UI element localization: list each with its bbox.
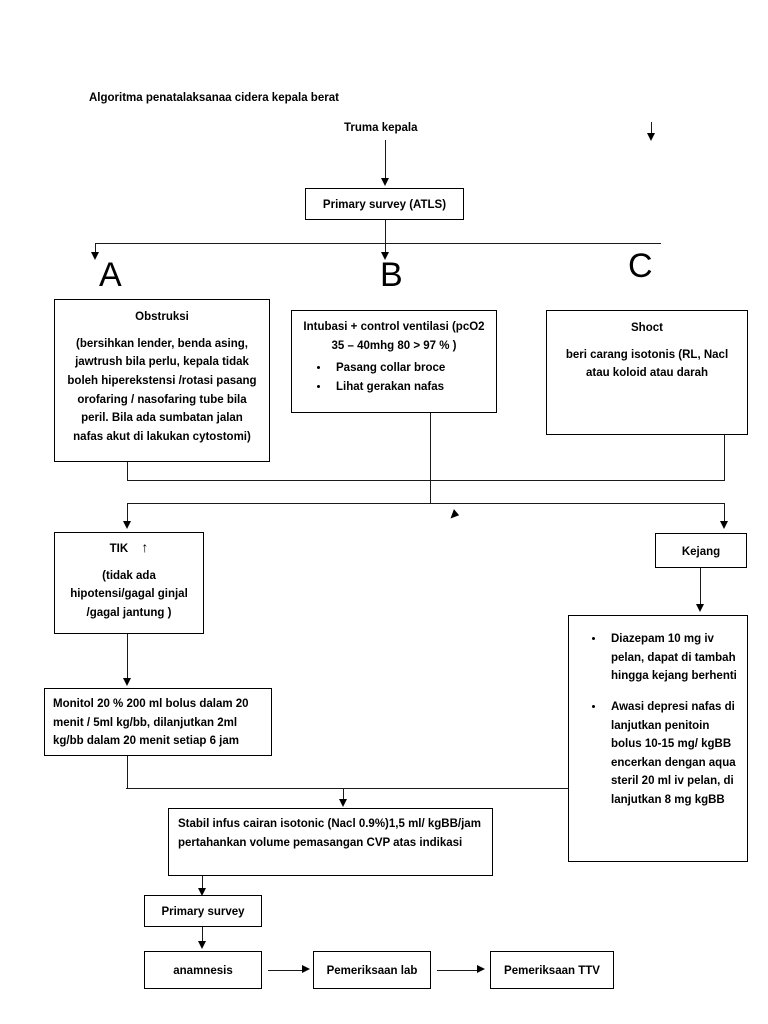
node-kejang-label: Kejang	[681, 546, 721, 558]
node-obstruksi[interactable]: Obstruksi (bersihkan lender, benda asing…	[54, 299, 270, 462]
stray-arrow-down-icon	[647, 133, 655, 141]
node-kejang-treatment-bullets: Diazepam 10 mg iv pelan, dapat di tambah…	[575, 630, 741, 810]
list-item: Lihat gerakan nafas	[330, 378, 488, 397]
arrow-down-icon-trauma-atls	[381, 178, 389, 186]
node-anamnesis-label: anamnesis	[173, 965, 233, 977]
connector-anamnesis-to-lab	[268, 970, 304, 971]
arrow-down-icon-stabil	[339, 799, 347, 807]
arrow-down-icon-anamnesis	[198, 941, 206, 949]
connector-primary-to-anamnesis	[202, 927, 203, 945]
connector-stabil-to-primary	[202, 876, 203, 892]
node-tik[interactable]: TIK ↑ (tidak ada hipotensi/gagal ginjal …	[54, 532, 204, 634]
node-tik-heading: TIK	[109, 543, 129, 555]
node-kejang[interactable]: Kejang	[655, 533, 747, 568]
connector-b-down	[430, 413, 431, 503]
node-intubasi-bullets: Pasang collar broce Lihat gerakan nafas	[300, 359, 488, 396]
node-pemeriksaan-lab-label: Pemeriksaan lab	[326, 965, 418, 977]
stray-arrow-line	[651, 122, 652, 135]
connector-bar-to-a	[95, 243, 96, 256]
connector-to-stabil-bar	[126, 788, 569, 789]
node-primary-survey[interactable]: Primary survey	[144, 895, 262, 927]
connector-c-down	[724, 435, 725, 480]
label-branch-c: C	[628, 247, 653, 285]
node-shoct[interactable]: Shoct beri carang isotonis (RL, Nacl ata…	[546, 310, 748, 435]
arrow-down-icon-tik	[123, 521, 131, 529]
node-pemeriksaan-ttv-label: Pemeriksaan TTV	[504, 965, 600, 977]
node-obstruksi-body: (bersihkan lender, benda asing, jawtrush…	[67, 337, 257, 443]
node-pemeriksaan-lab[interactable]: Pemeriksaan lab	[313, 951, 431, 989]
node-shoct-body: beri carang isotonis (RL, Nacl atau kolo…	[565, 348, 729, 380]
connector-lab-to-ttv	[437, 970, 479, 971]
node-intubasi-heading-line1: Intubasi + control ventilasi (pcO2	[303, 321, 485, 333]
connector-kejang-to-treatment	[700, 568, 701, 608]
node-obstruksi-heading: Obstruksi	[135, 311, 189, 323]
arrow-down-icon-a	[91, 252, 99, 260]
connector-stabil-drop	[343, 788, 344, 803]
node-primary-survey-label: Primary survey	[161, 906, 245, 918]
node-anamnesis[interactable]: anamnesis	[144, 951, 262, 989]
node-pemeriksaan-ttv[interactable]: Pemeriksaan TTV	[490, 951, 614, 989]
node-monitol[interactable]: Monitol 20 % 200 ml bolus dalam 20 menit…	[44, 688, 272, 756]
mouse-cursor	[450, 509, 461, 521]
node-tik-heading-row: TIK ↑	[63, 540, 195, 559]
connector-merge-bar-1	[127, 480, 725, 481]
node-trauma-kepala: Truma kepala	[344, 122, 418, 134]
arrow-down-icon-primary-survey	[198, 888, 206, 896]
arrow-right-icon-ttv	[477, 965, 485, 973]
arrow-down-icon-b	[381, 252, 389, 260]
list-item: Awasi depresi nafas di lanjutkan penitoi…	[605, 698, 741, 810]
node-tik-body: (tidak ada hipotensi/gagal ginjal /gagal…	[70, 569, 188, 619]
node-intubasi-heading-line2: 35 – 40mhg 80 > 97 % )	[331, 339, 457, 352]
node-shoct-heading: Shoct	[631, 322, 663, 334]
label-branch-a: A	[99, 256, 122, 294]
arrow-down-icon-kejang-treatment	[696, 604, 704, 612]
connector-monitol-down	[127, 756, 128, 788]
connector-atls-to-bar	[385, 220, 386, 243]
connector-merge-bar-2	[127, 503, 725, 504]
arrow-down-icon-monitol	[123, 678, 131, 686]
node-stabil-infus-body: Stabil infus cairan isotonic (Nacl 0.9%)…	[178, 818, 481, 849]
arrow-up-icon: ↑	[141, 539, 149, 555]
connector-bar-to-b	[385, 243, 386, 256]
page-title: Algoritma penatalaksanaa cidera kepala b…	[89, 92, 339, 104]
node-monitol-body: Monitol 20 % 200 ml bolus dalam 20 menit…	[53, 698, 249, 748]
connector-a-down	[127, 462, 128, 480]
label-branch-b: B	[380, 256, 403, 294]
node-primary-survey-atls[interactable]: Primary survey (ATLS)	[305, 188, 464, 220]
connector-trauma-to-atls	[385, 140, 386, 180]
node-intubasi[interactable]: Intubasi + control ventilasi (pcO2 35 – …	[291, 310, 497, 413]
list-item: Pasang collar broce	[330, 359, 488, 378]
connector-bar-to-kejang	[724, 503, 725, 525]
arrow-down-icon-kejang	[720, 521, 728, 529]
arrow-right-icon-lab	[302, 965, 310, 973]
node-kejang-treatment[interactable]: Diazepam 10 mg iv pelan, dapat di tambah…	[568, 615, 748, 862]
node-primary-survey-atls-label: Primary survey (ATLS)	[322, 199, 447, 211]
connector-bar-to-tik	[127, 503, 128, 525]
node-stabil-infus[interactable]: Stabil infus cairan isotonic (Nacl 0.9%)…	[168, 808, 493, 876]
list-item: Diazepam 10 mg iv pelan, dapat di tambah…	[605, 630, 741, 686]
connector-tik-to-monitol	[127, 634, 128, 682]
connector-bar-abc	[95, 243, 661, 244]
